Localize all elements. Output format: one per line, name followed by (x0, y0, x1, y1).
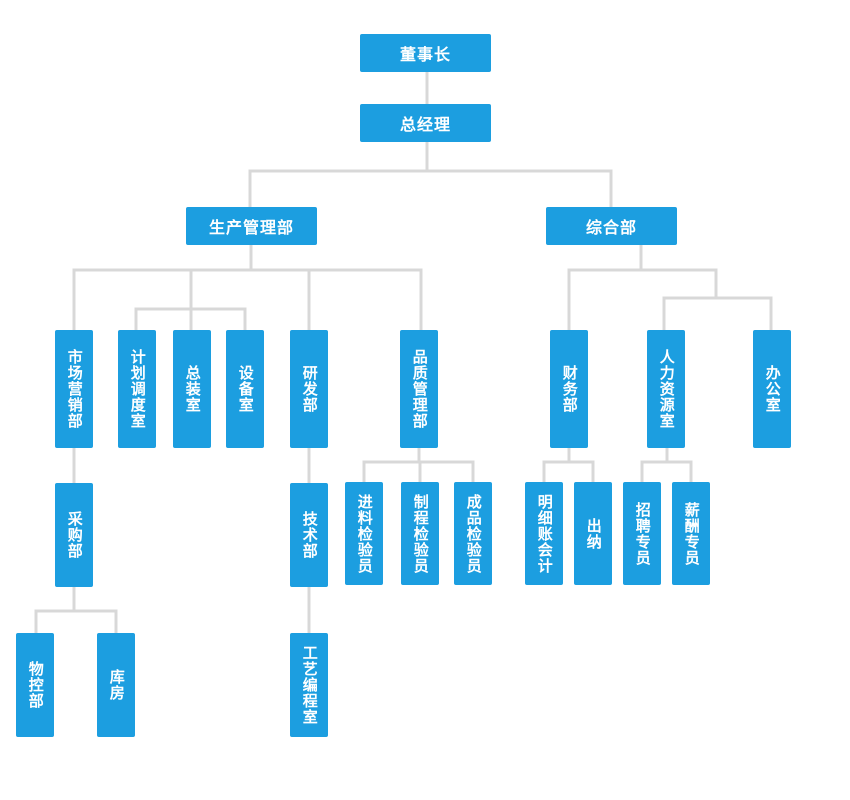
node-general-manager[interactable]: 总经理 (360, 104, 491, 142)
connector-finance-to-children (542, 446, 595, 484)
node-compensation-specialist[interactable]: 薪酬专员 (672, 482, 710, 585)
connector-production-to-children (72, 243, 423, 332)
node-purchasing-dept[interactable]: 采购部 (55, 483, 93, 587)
node-process-programming-office[interactable]: 工艺编程室 (290, 633, 328, 737)
node-equipment-office[interactable]: 设备室 (226, 330, 264, 448)
node-marketing-sales-dept[interactable]: 市场营销部 (55, 330, 93, 448)
node-incoming-inspector[interactable]: 进料检验员 (345, 482, 383, 585)
node-process-inspector[interactable]: 制程检验员 (401, 482, 439, 585)
connector-planning-group (134, 307, 247, 332)
node-rd-dept[interactable]: 研发部 (290, 330, 328, 448)
connector-purchasing-to-children (34, 585, 118, 635)
node-planning-dispatch-office[interactable]: 计划调度室 (118, 330, 156, 448)
node-assembly-office[interactable]: 总装室 (173, 330, 211, 448)
connector-affairs-to-children (567, 243, 718, 332)
node-admin-office[interactable]: 办公室 (753, 330, 791, 448)
node-production-dept[interactable]: 生产管理部 (186, 207, 317, 245)
node-material-control-dept[interactable]: 物控部 (16, 633, 54, 737)
node-quality-dept[interactable]: 品质管理部 (400, 330, 438, 448)
node-warehouse[interactable]: 库房 (97, 633, 135, 737)
node-product-inspector[interactable]: 成品检验员 (454, 482, 492, 585)
node-recruitment-specialist[interactable]: 招聘专员 (623, 482, 661, 585)
node-technology-dept[interactable]: 技术部 (290, 483, 328, 587)
node-chairman[interactable]: 董事长 (360, 34, 491, 72)
connector-quality-to-inspectors (362, 446, 475, 484)
node-cashier[interactable]: 出纳 (574, 482, 612, 585)
node-detail-accountant[interactable]: 明细账会计 (525, 482, 563, 585)
node-finance-dept[interactable]: 财务部 (550, 330, 588, 448)
connector-gm-to-level3 (248, 140, 613, 209)
connector-hr-to-children (640, 446, 693, 484)
node-general-affairs-dept[interactable]: 综合部 (546, 207, 677, 245)
node-hr-office[interactable]: 人力资源室 (647, 330, 685, 448)
connector-hr-admin-group (662, 296, 773, 332)
